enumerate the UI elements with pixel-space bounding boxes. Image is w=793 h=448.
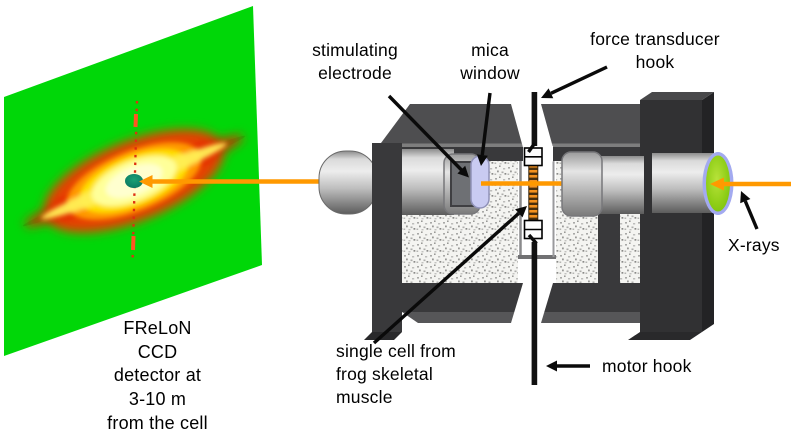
left-outer-cylinder xyxy=(318,150,378,215)
right-end-slab-top xyxy=(640,92,714,100)
label-arrows xyxy=(372,65,759,372)
motor-rod xyxy=(531,242,538,385)
label-stimulating-electrode: stimulating electrode xyxy=(312,40,398,83)
right-foot xyxy=(628,332,702,340)
right-end-slab xyxy=(640,100,702,332)
right-inner-cap xyxy=(561,151,603,217)
arrow-force-transducer xyxy=(541,65,608,99)
detector-plane xyxy=(4,6,262,356)
label-detector-caption: FReLoN CCD detector at 3-10 m from the c… xyxy=(107,318,208,433)
arrow-motor-hook xyxy=(546,360,590,372)
beamstop-dot xyxy=(125,174,143,188)
label-force-transducer-hook: force transducer hook xyxy=(590,29,720,72)
beam-arrowhead-right xyxy=(710,177,724,191)
label-mica-window: mica window xyxy=(460,40,520,83)
arrow-xrays xyxy=(740,191,759,230)
beam-arrowhead-left xyxy=(139,175,153,188)
frame-bottom-bar xyxy=(372,283,640,312)
force-transducer-rod xyxy=(531,92,538,146)
chamber-top-edge-highlight xyxy=(378,143,640,148)
arrow-stimulating-electrode xyxy=(387,94,469,178)
right-inner-cylinder xyxy=(596,156,644,214)
label-motor-hook: motor hook xyxy=(602,356,692,376)
label-xrays: X-rays xyxy=(728,235,780,255)
xray-beam-to-detector xyxy=(139,175,323,188)
muscle-cell xyxy=(528,164,539,223)
transducer-hook-tip xyxy=(527,142,536,153)
label-single-cell: single cell from frog skeletal muscle xyxy=(336,341,456,407)
arrow-single-cell xyxy=(372,206,527,345)
diffraction-pattern xyxy=(22,100,246,263)
xray-beam-incoming xyxy=(710,177,791,191)
arrow-mica-window xyxy=(476,92,492,166)
specimen-chamber xyxy=(318,92,734,385)
